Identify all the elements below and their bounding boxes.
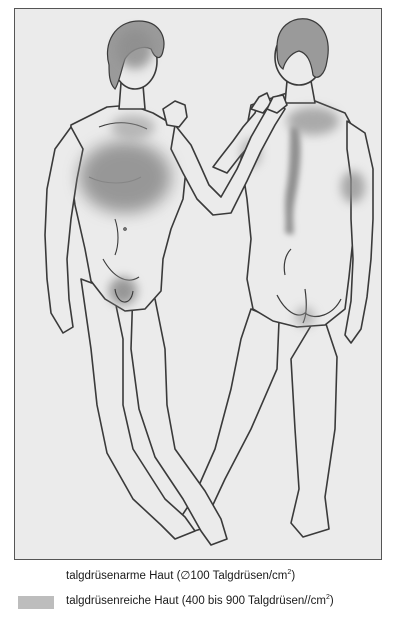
legend-sebaceous-poor-text: talgdrüsenarme Haut (∅100 Talgdrüsen/cm2…	[66, 568, 295, 582]
front-figure-left-arm	[45, 127, 83, 333]
neck-chest-zone	[111, 115, 155, 139]
body-illustration	[15, 9, 381, 559]
back-figure-right-leg	[291, 309, 337, 537]
legend-swatch	[18, 596, 54, 609]
upper-back-zone	[287, 107, 339, 135]
legend-sebaceous-rich-text: talgdrüsenreiche Haut (400 bis 900 Talgd…	[66, 595, 334, 607]
gluteal-cleft-zone	[295, 307, 315, 327]
front-figure-hand	[163, 101, 187, 127]
illustration-frame	[14, 8, 382, 560]
right-shoulder-zone	[341, 171, 365, 203]
face-zone	[117, 29, 153, 69]
chest-zone	[79, 141, 171, 213]
